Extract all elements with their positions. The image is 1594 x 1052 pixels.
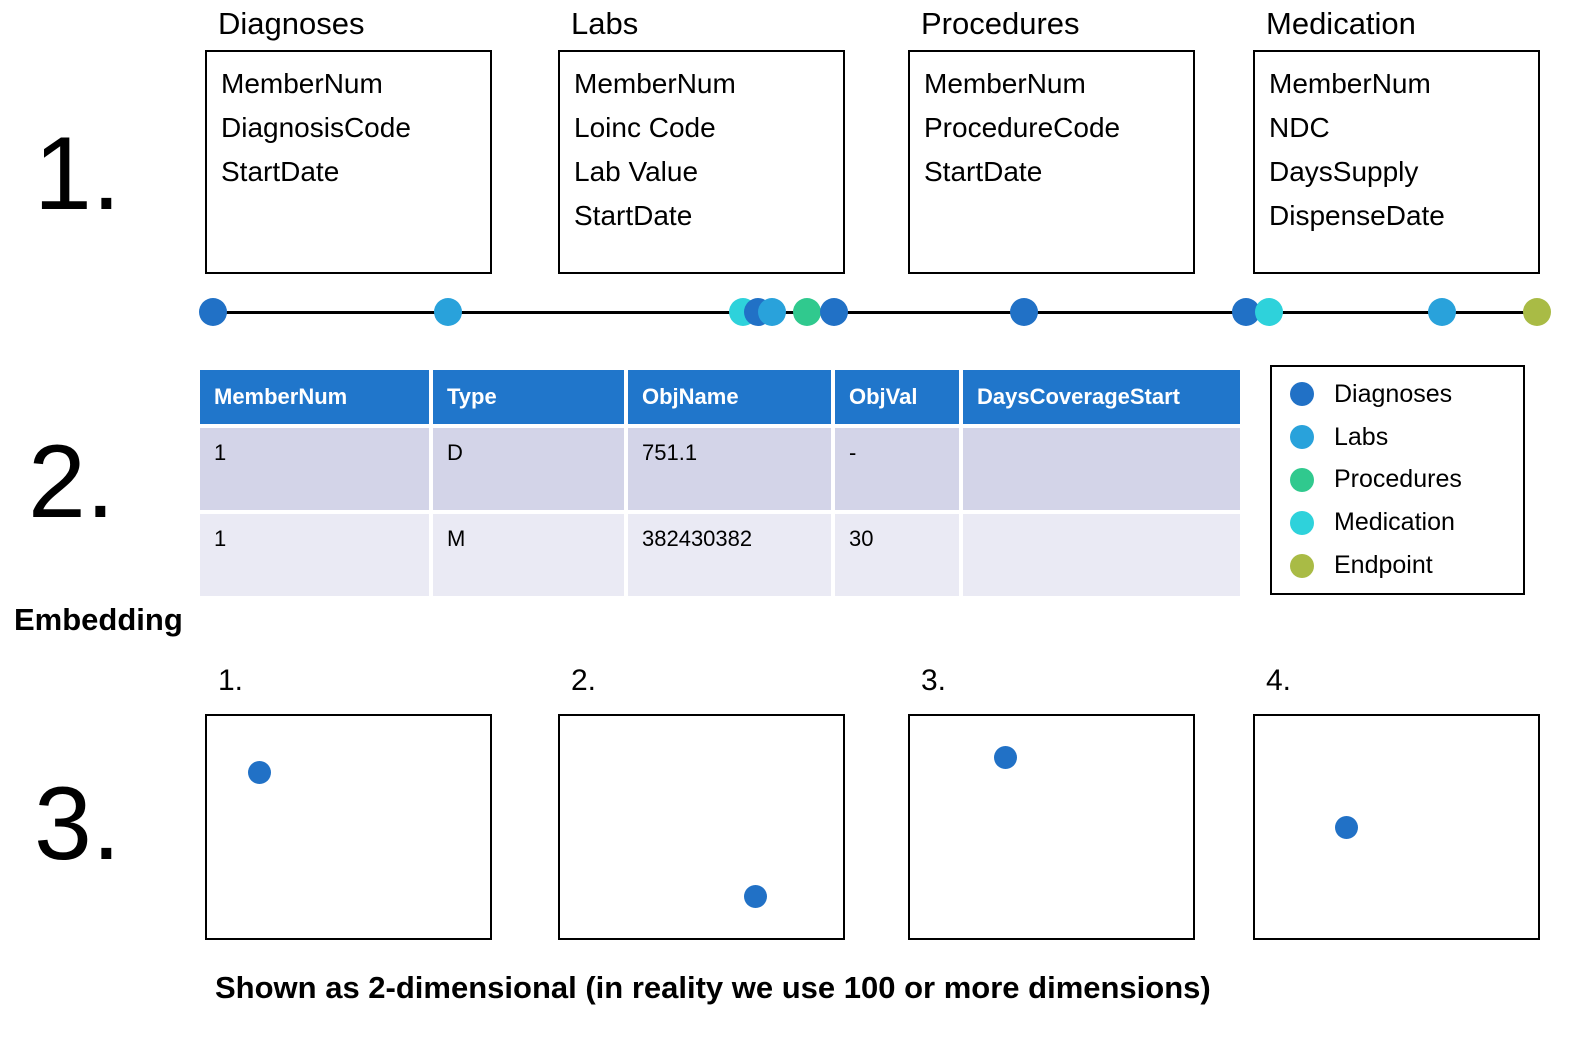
embedding-plot-label: 2. [571,664,597,697]
embedding-plot-3: 3. [908,664,1195,940]
entity-field: MemberNum [221,68,383,99]
entity-box: MemberNum NDC DaysSupply DispenseDate [1253,50,1540,274]
table-header-cell: DaysCoverageStart [963,370,1240,424]
table-cell [963,514,1240,596]
table-cell [963,428,1240,510]
legend-item: Endpoint [1290,551,1523,580]
entity-procedures: Procedures MemberNum ProcedureCode Start… [908,6,1195,274]
table-cell: 751.1 [628,428,831,510]
entity-field: MemberNum [574,68,736,99]
embedding-section-label: Embedding [14,602,183,637]
embedding-plot-label: 1. [218,664,244,697]
entity-field: MemberNum [1269,68,1431,99]
timeline-dot-procedures [792,298,821,326]
step-2-number: 2. [28,424,115,540]
table-header-cell: Type [433,370,624,424]
timeline-dot-labs [434,298,463,326]
timeline-dot-labs [757,298,786,326]
legend-item: Diagnoses [1290,380,1523,409]
entity-field: DispenseDate [1269,200,1445,231]
dimensionality-caption: Shown as 2-dimensional (in reality we us… [215,970,1211,1005]
table-cell: - [835,428,959,510]
timeline-dot-medication [1254,298,1283,326]
entity-field: ProcedureCode [924,112,1121,143]
entity-field: Loinc Code [574,112,716,143]
timeline-dot-endpoint [1523,298,1552,326]
embedding-plot-box [908,714,1195,940]
entity-box: MemberNum ProcedureCode StartDate [908,50,1195,274]
legend-item: Labs [1290,423,1523,452]
legend-item: Procedures [1290,465,1523,494]
legend-item: Medication [1290,508,1523,537]
legend-label: Labs [1334,422,1389,451]
entity-title: Diagnoses [218,6,365,41]
table-cell: 1 [200,428,429,510]
step-3-number: 3. [34,766,121,882]
table-cell: D [433,428,624,510]
entity-field: DiagnosisCode [221,112,411,143]
timeline-dot-diagnoses [199,298,228,326]
table-cell: 1 [200,514,429,596]
embedding-point [744,884,768,908]
entity-box: MemberNum DiagnosisCode StartDate [205,50,492,274]
step-1-number: 1. [34,116,121,232]
entity-title: Procedures [921,6,1080,41]
table-header-cell: ObjName [628,370,831,424]
entity-medication: Medication MemberNum NDC DaysSupply Disp… [1253,6,1540,274]
entity-field: StartDate [924,156,1043,187]
entity-field: NDC [1269,112,1330,143]
embedding-point [248,760,272,784]
entity-field: StartDate [221,156,340,187]
legend-label: Medication [1334,508,1455,537]
entity-labs: Labs MemberNum Loinc Code Lab Value Star… [558,6,845,274]
flattened-event-table: MemberNum Type ObjName ObjVal DaysCovera… [200,370,1240,596]
patient-event-timeline [199,298,1552,326]
table-cell: 30 [835,514,959,596]
embedding-plot-box [205,714,492,940]
table-cell: 382430382 [628,514,831,596]
legend-dot-procedures [1290,467,1314,492]
timeline-line [200,311,1548,314]
embedding-plot-box [558,714,845,940]
embedding-plot-2: 2. [558,664,845,940]
timeline-dot-labs [1427,298,1456,326]
entity-field: StartDate [574,200,693,231]
legend-label: Diagnoses [1334,379,1453,408]
legend-dot-labs [1290,425,1314,450]
embedding-plot-1: 1. [205,664,492,940]
embedding-point [1334,816,1358,839]
embedding-plot-label: 4. [1266,664,1292,697]
legend-dot-medication [1290,510,1314,535]
entity-title: Medication [1266,6,1416,41]
embedding-point [993,746,1017,770]
table-cell: M [433,514,624,596]
entity-box: MemberNum Loinc Code Lab Value StartDate [558,50,845,274]
table-header-cell: MemberNum [200,370,429,424]
timeline-dot-diagnoses [819,298,848,326]
legend-label: Procedures [1334,465,1462,494]
legend-dot-diagnoses [1290,382,1314,407]
timeline-dot-diagnoses [1009,298,1038,326]
legend-label: Endpoint [1334,551,1433,580]
embedding-plot-box [1253,714,1540,940]
table-header-cell: ObjVal [835,370,959,424]
entity-field: Lab Value [574,156,699,187]
embedding-plot-4: 4. [1253,664,1540,940]
entity-diagnoses: Diagnoses MemberNum DiagnosisCode StartD… [205,6,492,274]
embedding-plot-label: 3. [921,664,947,697]
legend: Diagnoses Labs Procedures Medication End… [1270,365,1525,595]
entity-field: MemberNum [924,68,1086,99]
entity-title: Labs [571,6,639,41]
entity-field: DaysSupply [1269,156,1419,187]
legend-dot-endpoint [1290,553,1314,578]
